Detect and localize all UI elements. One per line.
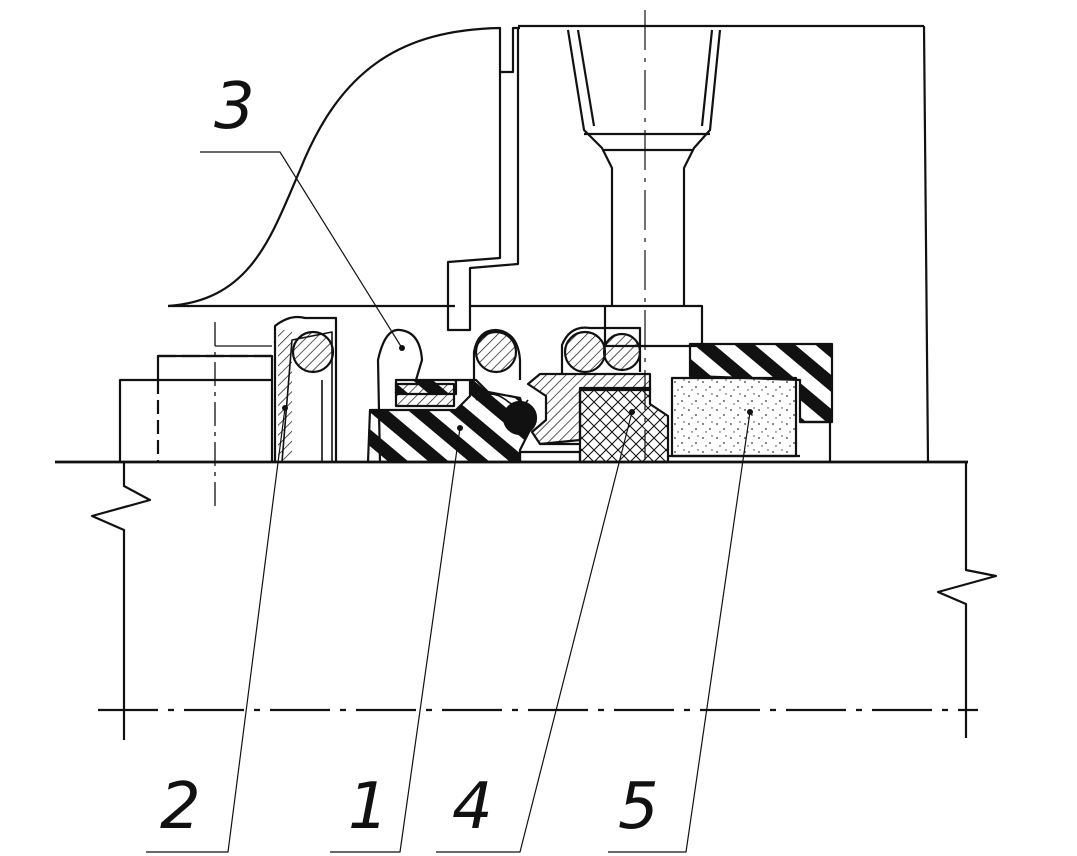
part-4-crosshatch-ring — [578, 386, 670, 464]
part-5-dotted-ring — [668, 376, 800, 458]
housing — [167, 24, 930, 463]
callout-1: 1 — [348, 770, 389, 844]
outer-black-seal — [688, 342, 834, 462]
leader-lines — [146, 151, 751, 853]
callout-2: 2 — [160, 770, 201, 844]
leader-dots — [282, 345, 753, 431]
callout-4: 4 — [452, 770, 493, 844]
gland-sleeve — [118, 322, 274, 512]
callout-5: 5 — [618, 770, 659, 844]
part-1-rubber-ring — [366, 378, 538, 464]
shaft — [55, 460, 998, 740]
part-3-springs — [376, 326, 642, 463]
callout-3: 3 — [214, 70, 255, 144]
part-2-ring — [273, 315, 338, 463]
